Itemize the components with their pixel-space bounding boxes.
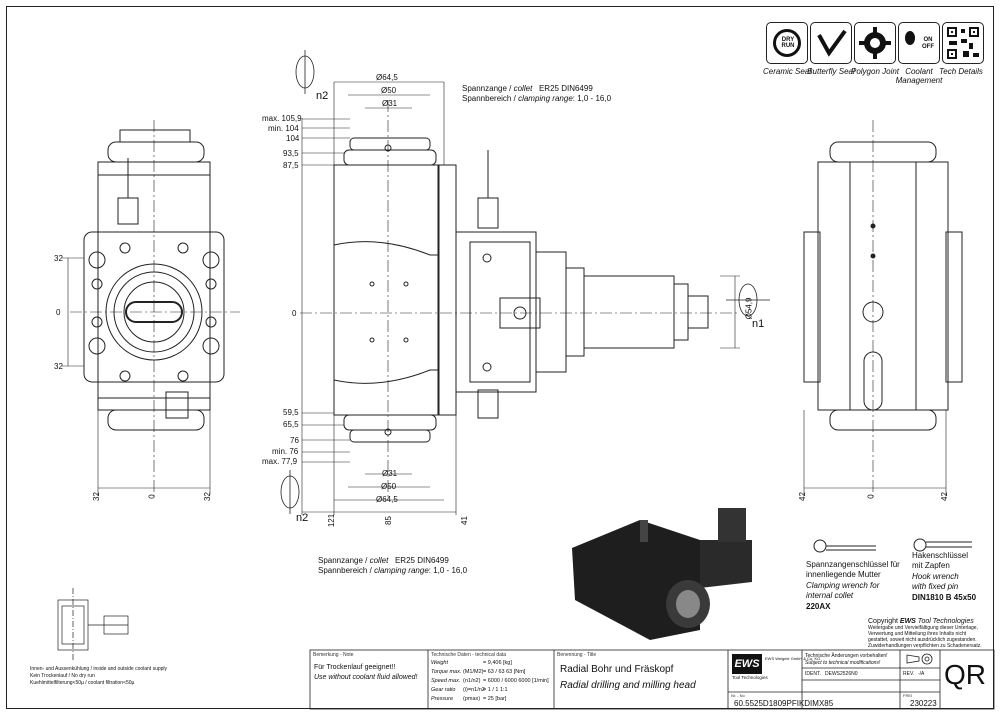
wrench-sketches <box>813 538 972 553</box>
dim-left-bottom-32a: 32 <box>91 492 101 501</box>
drawing-title-en: Radial drilling and milling head <box>560 680 696 691</box>
dim-65-5: 65,5 <box>283 420 299 429</box>
tech-details-label: Tech Details <box>939 67 983 76</box>
butterfly-seal-icon <box>810 22 852 64</box>
qr-code-icon <box>942 22 984 64</box>
dim-0-center: 0 <box>292 309 297 318</box>
dim-d64-5-top: Ø64,5 <box>376 73 398 82</box>
rotation-symbols <box>280 50 770 514</box>
ceramic-seal-label: Ceramic Seal <box>762 67 811 76</box>
title-block-frame <box>309 649 995 710</box>
qr-label: QR <box>944 659 986 690</box>
dim-76: 76 <box>290 436 299 445</box>
product-render <box>572 508 752 640</box>
dim-right-bottom-42b: 42 <box>939 492 949 501</box>
center-view <box>300 81 740 515</box>
collet-top-line1: Spannzange / collet ER25 DIN6499 <box>462 84 593 93</box>
collet-bottom-line1: Spannzange / collet ER25 DIN6499 <box>318 556 449 565</box>
projection-symbol-icon <box>905 652 935 666</box>
dim-left-bottom-0: 0 <box>147 494 157 499</box>
spindle-n1-label: n1 <box>752 318 765 330</box>
ident-value: DEWS2526N0 <box>825 671 858 677</box>
dim-104: 104 <box>286 134 300 143</box>
collet-top-line2: Spannbereich / clamping range: 1,0 - 16,… <box>462 94 612 103</box>
ews-logo: EWS <box>732 654 762 674</box>
dim-d50-bottom: Ø50 <box>381 482 397 491</box>
coolant-management-label: Coolant Management <box>895 67 943 85</box>
spindle-n2-top-label: n2 <box>316 90 329 102</box>
collet-bottom-line2: Spannbereich / clamping range: 1,0 - 16,… <box>318 566 468 575</box>
coolant-management-icon: ON OFF <box>898 22 940 64</box>
dim-max-105-9: max. 105,9 <box>262 114 302 123</box>
dim-left-32-bottom: 32 <box>54 362 63 371</box>
right-view <box>803 120 963 500</box>
dim-41: 41 <box>459 516 469 525</box>
part-number: 60.5525D1809PFIKDIMX85 <box>734 699 834 708</box>
tech-row: Torque max. (M1/M2) = 63 / 63 63 [Nm] <box>431 669 526 675</box>
butterfly-seal-label: Butterfly Seal <box>807 67 855 76</box>
dim-d31-top: Ø31 <box>382 99 398 108</box>
revision: -/A <box>918 671 925 677</box>
dim-left-0: 0 <box>56 308 61 317</box>
tech-row: Gear ratio (i)=n1/n2 = 1 / 1 1:1 <box>431 687 508 693</box>
dim-87-5: 87,5 <box>283 161 299 170</box>
polygon-joint-label: Polygon Joint <box>850 67 900 76</box>
spindle-n2-bottom-label: n2 <box>296 512 309 524</box>
tech-data-table: Weight = 9,406 [kg] Torque max. (M1/M2) … <box>431 659 553 704</box>
remark-en: Use without coolant fluid allowed! <box>314 674 418 681</box>
dim-min-76: min. 76 <box>272 447 299 456</box>
dim-d54-9: Ø54,9 <box>744 297 754 320</box>
drawing-date: 230223 <box>910 699 937 708</box>
polygon-joint-icon <box>854 22 896 64</box>
tech-row: Pressure (pmax) = 25 [bar] <box>431 696 507 702</box>
dim-max-77-9: max. 77,9 <box>262 457 298 466</box>
dim-left-32-top: 32 <box>54 254 63 263</box>
coolant-schematic <box>57 588 129 660</box>
dim-93-5: 93,5 <box>283 149 299 158</box>
left-view <box>62 120 240 500</box>
dim-right-bottom-0: 0 <box>866 494 876 499</box>
dim-d31-bottom: Ø31 <box>382 469 398 478</box>
dim-121: 121 <box>327 513 337 528</box>
tech-row: Speed max. (n1/n2) = 6000 / 6000 6000 [1… <box>431 678 549 684</box>
dim-d64-5-bottom: Ø64,5 <box>376 495 398 504</box>
dim-right-bottom-42a: 42 <box>797 492 807 501</box>
drawing-title-de: Radial Bohr und Fräskopf <box>560 664 674 675</box>
dim-59-5: 59,5 <box>283 408 299 417</box>
dim-min-104: min. 104 <box>268 124 299 133</box>
tech-row: Weight = 9,406 [kg] <box>431 660 512 666</box>
dim-85: 85 <box>383 516 393 525</box>
ceramic-seal-icon: DRY RUN <box>766 22 808 64</box>
dim-d50-top: Ø50 <box>381 86 397 95</box>
remark-de: Für Trockenlauf geeignet!! <box>314 664 396 671</box>
dim-left-bottom-32b: 32 <box>202 492 212 501</box>
drawing-sheet <box>6 6 994 709</box>
